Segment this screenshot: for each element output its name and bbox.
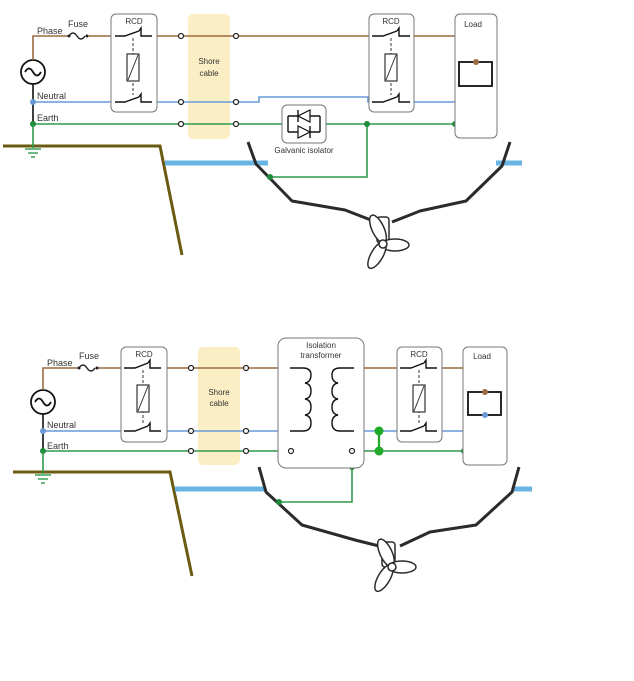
shore-cable-label-2: cable	[199, 69, 219, 78]
galvanic-isolator-label: Galvanic isolator	[274, 146, 333, 155]
rcd-boat: RCD	[368, 13, 415, 113]
phase-wire-left	[32, 35, 68, 60]
ground-symbol-icon	[35, 474, 51, 484]
shore-cable-band	[198, 347, 240, 465]
fuse-icon	[78, 364, 96, 372]
shore-ground-line	[13, 470, 194, 577]
shore-cable-label-1: Shore	[198, 57, 220, 66]
load-box: Load	[462, 346, 508, 466]
load-label: Load	[473, 352, 491, 361]
load-resistor	[458, 61, 493, 87]
neutral-node	[30, 99, 36, 105]
neutral-earth-bond	[374, 426, 384, 436]
shore-ground-line	[3, 144, 184, 256]
load-label: Load	[464, 20, 482, 29]
primary-coil-icon	[290, 367, 312, 432]
shore-cable-label-1: Shore	[208, 388, 230, 397]
load-box: Load	[454, 13, 498, 139]
hull-right	[399, 466, 521, 548]
hull-left	[246, 141, 377, 224]
load-resistor	[467, 391, 502, 416]
propeller-icon	[374, 538, 417, 593]
earth-label: Earth	[37, 113, 59, 123]
hull-earth-node	[267, 174, 273, 180]
earth-junction	[364, 121, 370, 127]
shore-cable-band	[188, 14, 230, 139]
fuse-label: Fuse	[68, 19, 88, 29]
neutral-label: Neutral	[37, 91, 66, 101]
rcd-boat: RCD	[396, 346, 443, 443]
fuse-label: Fuse	[79, 351, 99, 361]
earth-label: Earth	[47, 441, 69, 451]
rcd-boat-label: RCD	[410, 350, 428, 359]
shore-cable-label-2: cable	[209, 399, 229, 408]
isolation-transformer: Isolation transformer	[277, 337, 365, 469]
transformer-label-1: Isolation	[306, 341, 336, 350]
rcd-shore: RCD	[120, 346, 168, 443]
hull-left	[257, 466, 380, 548]
fuse-icon	[68, 32, 86, 40]
sine-wave-icon	[34, 397, 52, 407]
rcd-shore-label: RCD	[125, 17, 143, 26]
rcd-shore-label: RCD	[135, 350, 153, 359]
ground-symbol-icon	[25, 148, 41, 158]
neutral-label: Neutral	[47, 420, 76, 430]
diagram-galvanic-isolator: Shore cable Phase Fuse N	[3, 13, 522, 270]
propeller-icon	[367, 214, 410, 270]
sine-wave-icon	[24, 67, 42, 77]
phase-label: Phase	[47, 358, 73, 368]
secondary-coil-icon	[331, 367, 354, 432]
rcd-shore: RCD	[110, 13, 158, 113]
transformer-label-2: transformer	[301, 351, 342, 360]
diagram-isolation-transformer: Shore cable Phase Fuse Neutral	[13, 337, 532, 593]
phase-label: Phase	[37, 26, 63, 36]
earth-to-hull	[270, 124, 368, 178]
rcd-boat-label: RCD	[382, 17, 400, 26]
hull-right	[391, 141, 512, 224]
galvanic-isolator: Galvanic isolator	[274, 104, 334, 155]
